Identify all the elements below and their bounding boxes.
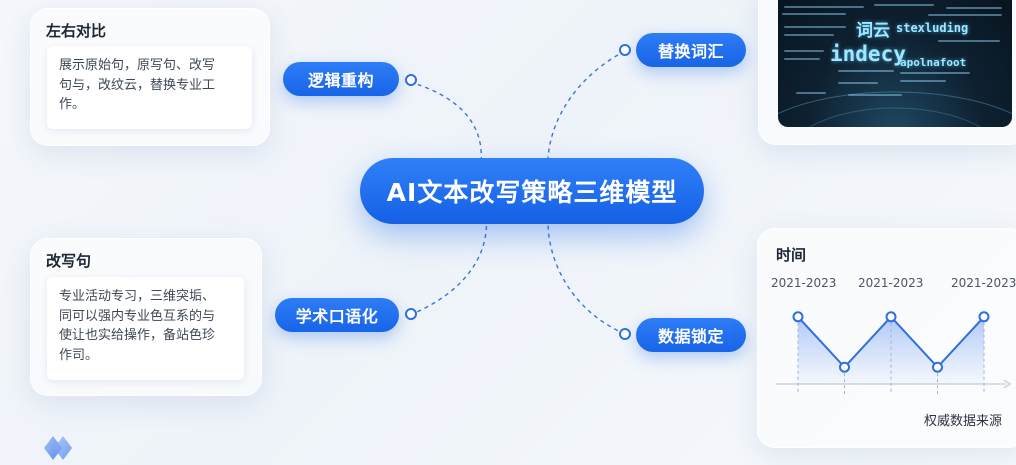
branch-academic[interactable]: 学术口语化	[275, 298, 399, 332]
connector-academic	[409, 214, 488, 316]
x-tick-label-3: 2021-2023	[951, 276, 1016, 290]
wordcloud-word-1: 词云	[856, 21, 890, 41]
branch-academic-dot	[405, 308, 417, 320]
branch-lock-dot	[619, 328, 631, 340]
branch-vocab[interactable]: 替换词汇	[636, 33, 746, 67]
rewrite-line-4: 作司。	[59, 347, 99, 363]
connector-lock	[547, 221, 626, 335]
wordcloud-word-3: indecy	[830, 42, 906, 66]
rewrite-line-1: 专业活动专习，三维突垢、	[59, 289, 216, 304]
logo-icon	[44, 436, 72, 460]
compare-line-3: 作。	[59, 97, 86, 112]
wordcloud-image: 词云 stexluding indecy apolnafoot	[778, 0, 1012, 127]
branch-vocab-dot	[619, 44, 631, 56]
rewrite-line-2: 同可以强内专业色互系的与	[59, 308, 216, 324]
rewrite-card-title: 改写句	[46, 252, 92, 270]
rewrite-line-3: 使让也实给操作，备站色珍	[59, 328, 216, 343]
chart-title: 时间	[776, 246, 807, 264]
branch-logic-dot	[405, 74, 417, 86]
chart-caption: 权威数据来源	[924, 414, 1003, 429]
branch-lock[interactable]: 数据锁定	[636, 318, 746, 352]
connector-vocab	[547, 50, 626, 173]
rewrite-card-body: 专业活动专习，三维突垢、 同可以强内专业色互系的与 使让也实给操作，备站色珍 作…	[47, 277, 244, 380]
center-title[interactable]: AI文本改写策略三维模型	[360, 158, 704, 224]
x-tick-label-1: 2021-2023	[771, 276, 837, 290]
compare-card-body: 展示原始句，原写句、改写 句与，改纹云，替换专业工 作。	[47, 46, 252, 129]
wordcloud-word-2: stexluding	[896, 21, 969, 35]
compare-card-title: 左右对比	[46, 22, 107, 40]
branch-logic[interactable]: 逻辑重构	[283, 62, 399, 96]
wordcloud-word-4: apolnafoot	[900, 56, 967, 69]
compare-line-1: 展示原始句，原写句、改写	[59, 58, 216, 73]
connector-logic	[409, 81, 482, 181]
x-tick-label-2: 2021-2023	[858, 276, 924, 290]
compare-line-2: 句与，改纹云，替换专业工	[59, 77, 216, 93]
